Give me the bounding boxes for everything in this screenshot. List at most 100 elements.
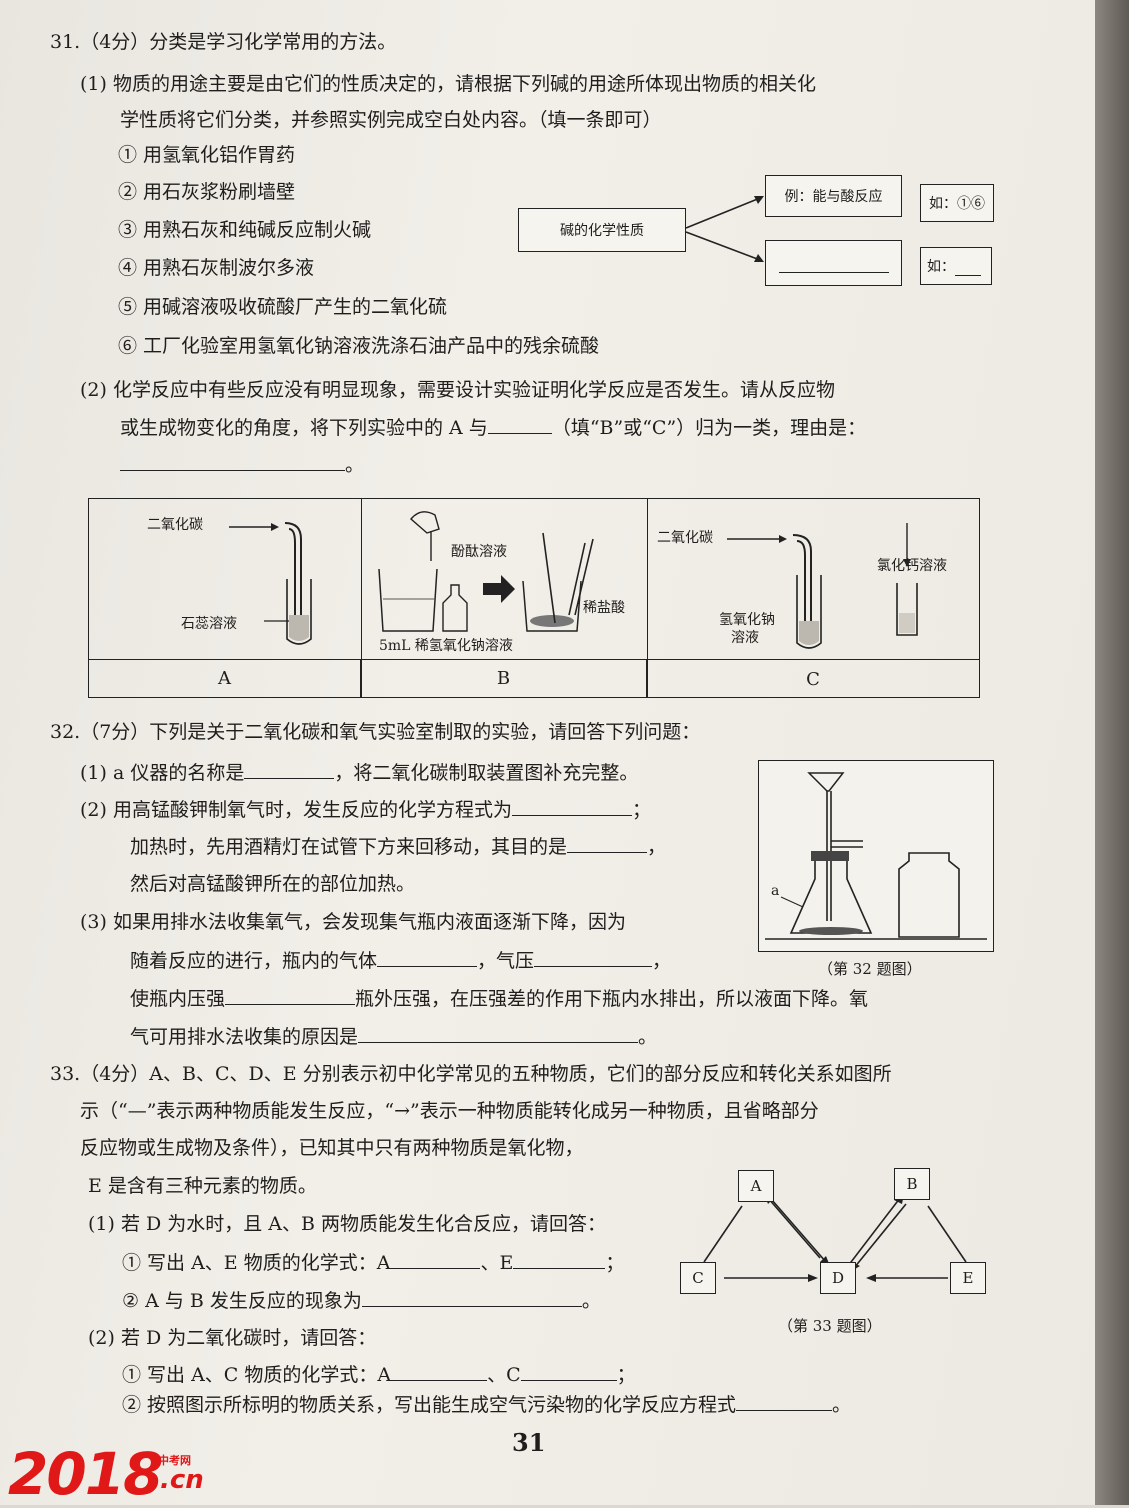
q33-s2-a-blank[interactable] [391,1362,488,1381]
exp-c-apparatus [727,523,918,649]
q32-fig-caption: （第 32 题图） [818,960,922,978]
node-e: E [950,1262,986,1294]
answer-prefix: 如： [927,259,955,275]
page-edge-shadow [1095,0,1129,1505]
exp-c-reagent-label: 氯化钙溶液 [877,558,947,574]
q33-fig-caption: （第 33 题图） [778,1317,882,1335]
q33-s2a-c: 、C [487,1364,521,1386]
diagram-arrows [685,196,764,262]
q32-line4: 然后对高锰酸钾所在的部位加热。 [130,873,416,895]
q31-part2-line3: 。 [120,452,364,477]
q32-figure: a [758,760,994,952]
q33-sub1: (1) 若 D 为水时，且 A、B 两物质能发生化合反应，请回答： [88,1213,607,1235]
experiment-table: 二氧化碳 石蕊溶液 酚酞溶液 稀盐酸 5mL 稀氢氧化钠溶液 [88,498,980,698]
site-logo-tld: .cn [160,1465,204,1495]
q33-phenomenon-blank[interactable] [361,1288,582,1307]
q31-item-6: ⑥ 工厂化验室用氢氧化钠溶液洗涤石油产品中的残余硫酸 [118,335,600,357]
q31-bc-blank[interactable] [487,415,552,434]
q33-sub1-b: ② A 与 B 发生反应的现象为。 [122,1288,601,1313]
q31-reason-blank[interactable] [120,452,345,471]
q32-l7-text-a: 使瓶内压强 [130,988,226,1010]
q33-sub2: (2) 若 D 为二氧化碳时，请回答： [88,1327,377,1349]
node-b: B [894,1168,930,1200]
q33-sub1-a: ① 写出 A、E 物质的化学式：A 、E ； [122,1250,624,1275]
q32-l2-text-a: (2) 用高锰酸钾制氧气时，发生反应的化学方程式为 [80,799,512,821]
q31-item-5: ⑤ 用碱溶液吸收硫酸厂产生的二氧化硫 [118,296,448,318]
q33-s1a-e: 、E [480,1252,514,1274]
q33-line2: 反应物或生成物及条件），已知其中只有两种物质是氧化物， [80,1137,584,1159]
q32-line6: 随着反应的进行，瓶内的气体 ，气压 ， [130,948,671,973]
q32-line5: (3) 如果用排水法收集氧气，会发现集气瓶内液面逐渐下降，因为 [80,911,626,933]
q33-header: 33.（4分）A、B、C、D、E 分别表示初中化学常见的五种物质，它们的部分反应… [50,1063,892,1085]
exp-a-gas-label: 二氧化碳 [147,517,203,533]
q32-l2-text-b: ； [631,799,651,821]
q31-item-4: ④ 用熟石灰制波尔多液 [118,257,315,279]
answer-blank[interactable] [955,257,981,276]
q33-s2a-semicolon: ； [616,1364,636,1386]
q32-compare-blank[interactable] [225,986,356,1005]
example-property-box: 例：能与酸反应 [765,175,902,217]
site-logo: 2018 [8,1440,163,1508]
q31-part2-line1: (2) 化学反应中有些反应没有明显现象，需要设计实验证明化学反应是否发生。请从反… [80,379,835,401]
node-d: D [820,1262,856,1294]
experiment-label-a: A [89,659,361,697]
exp-b-apparatus [378,511,594,632]
q32-line1: (1) a 仪器的名称是 ，将二氧化碳制取装置图补充完整。 [80,760,638,785]
q31-item-3: ③ 用熟石灰和纯碱反应制火碱 [118,219,372,241]
q31-part1-line1: (1) 物质的用途主要是由它们的性质决定的，请根据下列碱的用途所体现出物质的相关… [80,73,816,95]
q32-l7-text-b: 瓶外压强，在压强差的作用下瓶内水排出，所以液面下降。氧 [355,988,869,1010]
q32-equation-blank[interactable] [511,797,632,816]
exp-b-reagent2-label: 稀盐酸 [583,600,625,616]
q32-l6-comma: ， [652,950,672,972]
q32-apparatus [765,772,987,940]
q33-line3: E 是含有三种元素的物质。 [88,1175,317,1197]
exp-b-reagent1-label: 酚酞溶液 [451,544,507,560]
q32-l6-text-b: ，气压 [477,950,535,972]
exp-c-gas-label: 二氧化碳 [657,530,713,546]
q31-item-1: ① 用氢氧化铝作胃药 [118,144,296,166]
q33-s1-a-blank[interactable] [390,1250,481,1269]
exp-a-liquid-label: 石蕊溶液 [181,616,237,632]
exp-a-apparatus [229,522,312,645]
site-logo-sub: 中考网 [158,1454,191,1467]
q31-part1-line2: 学性质将它们分类，并参照实例完成空白处内容。（填一条即可） [120,109,662,131]
q33-s1-e-blank[interactable] [513,1250,606,1269]
q33-s1b-text: ② A 与 B 发生反应的现象为 [122,1290,362,1312]
q33-s2a-text: ① 写出 A、C 物质的化学式：A [122,1364,392,1386]
q32-reason-blank[interactable] [358,1024,639,1043]
q32-purpose-blank[interactable] [567,834,648,853]
q32-l6-text-a: 随着反应的进行，瓶内的气体 [130,950,378,972]
q32-l1-text-b: ，将二氧化碳制取装置图补充完整。 [334,762,639,784]
q32-line3: 加热时，先用酒精灯在试管下方来回移动，其目的是， [130,834,666,859]
q33-sub2-a: ① 写出 A、C 物质的化学式：A 、C ； [122,1362,636,1387]
example-answer-box: 如：①⑥ [920,184,994,222]
q33-s1a-text: ① 写出 A、E 物质的化学式：A [122,1252,391,1274]
q32-l8-text-a: 气可用排水法收集的原因是 [130,1026,359,1048]
experiment-cell-a: 二氧化碳 石蕊溶液 [89,499,362,697]
q33-s2-c-blank[interactable] [520,1362,617,1381]
experiment-cell-c: 二氧化碳 氯化钙溶液 氢氧化钠 溶液 [647,499,979,697]
q32-l1-text-a: (1) a 仪器的名称是 [80,762,245,784]
q33-sub2-b: ② 按照图示所标明的物质关系，写出能生成空气污染物的化学反应方程式 。 [122,1392,851,1417]
property-blank[interactable] [778,254,889,273]
q31-item-2: ② 用石灰浆粉刷墙壁 [118,181,296,203]
exp-c-liquid2-label: 溶液 [731,630,759,646]
q33-equation-blank[interactable] [736,1392,833,1411]
node-a: A [738,1170,774,1202]
q32-gas-blank[interactable] [377,948,478,967]
q32-line8: 气可用排水法收集的原因是。 [130,1024,657,1049]
q31-part2-text-a: 或生成物变化的角度，将下列实验中的 A 与 [120,417,488,439]
answer-blank-box: 如： [920,247,992,285]
experiment-label-c: C [647,659,979,698]
q33-s2b-period: 。 [832,1394,852,1416]
q32-header: 32.（7分）下列是关于二氧化碳和氧气实验室制取的实验，请回答下列问题： [50,721,701,743]
q31-header: 31.（4分）分类是学习化学常用的方法。 [50,31,397,53]
base-property-box: 碱的化学性质 [518,208,686,252]
property-blank-box [765,240,902,286]
q33-s2b-text: ② 按照图示所标明的物质关系，写出能生成空气污染物的化学反应方程式 [122,1394,737,1416]
q32-pressure-blank[interactable] [534,948,653,967]
q32-instrument-blank[interactable] [244,760,335,779]
q32-line7: 使瓶内压强 瓶外压强，在压强差的作用下瓶内水排出，所以液面下降。氧 [130,986,868,1011]
q32-l3-comma: ， [647,836,667,858]
q33-s1a-semicolon: ； [605,1252,625,1274]
